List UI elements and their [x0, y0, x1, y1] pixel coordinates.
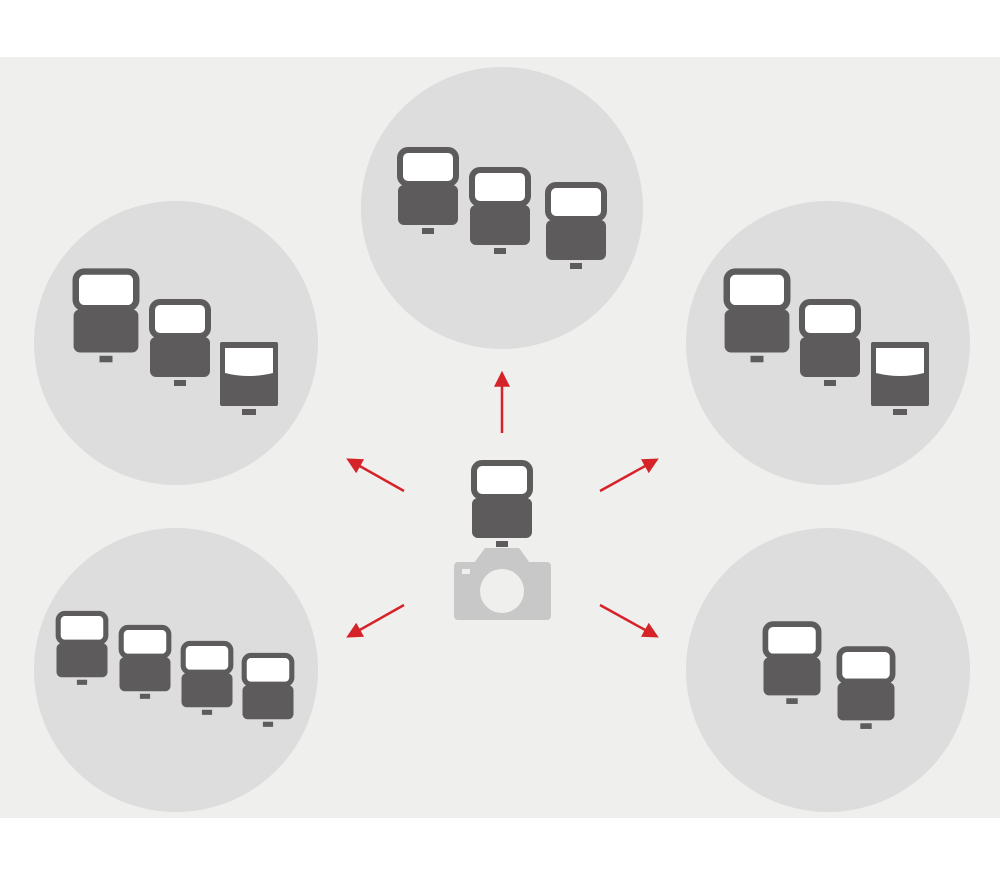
camera-with-flash-icon: [454, 460, 551, 620]
speedlight-icon: [723, 268, 791, 363]
arrow-upper-right: [599, 458, 659, 493]
group-circle-lower-right: [686, 528, 970, 812]
mounted-flash-icon: [471, 460, 533, 547]
arrow-upper-left: [346, 458, 405, 493]
speedlight-icon: [762, 621, 822, 704]
arrow-lower-left: [346, 603, 405, 638]
speedlight-icon: [180, 640, 234, 715]
speedlight-icon: [241, 652, 295, 727]
speedlight-icon: [118, 624, 172, 699]
camera-icon: [454, 548, 551, 620]
speedlight-icon: [55, 610, 109, 685]
compact-flash-icon: [871, 342, 929, 415]
group-circle-lower-left: [34, 528, 318, 812]
arrow-lower-right: [599, 603, 659, 638]
flash-units: [55, 147, 929, 729]
speedlight-icon: [397, 147, 459, 234]
speedlight-icon: [72, 268, 140, 363]
speedlight-icon: [799, 299, 861, 386]
speedlight-icon: [149, 299, 211, 386]
speedlight-icon: [469, 167, 531, 254]
arrows: [346, 370, 659, 638]
compact-flash-icon: [220, 342, 278, 415]
speedlight-icon: [836, 646, 896, 729]
speedlight-icon: [545, 182, 607, 269]
